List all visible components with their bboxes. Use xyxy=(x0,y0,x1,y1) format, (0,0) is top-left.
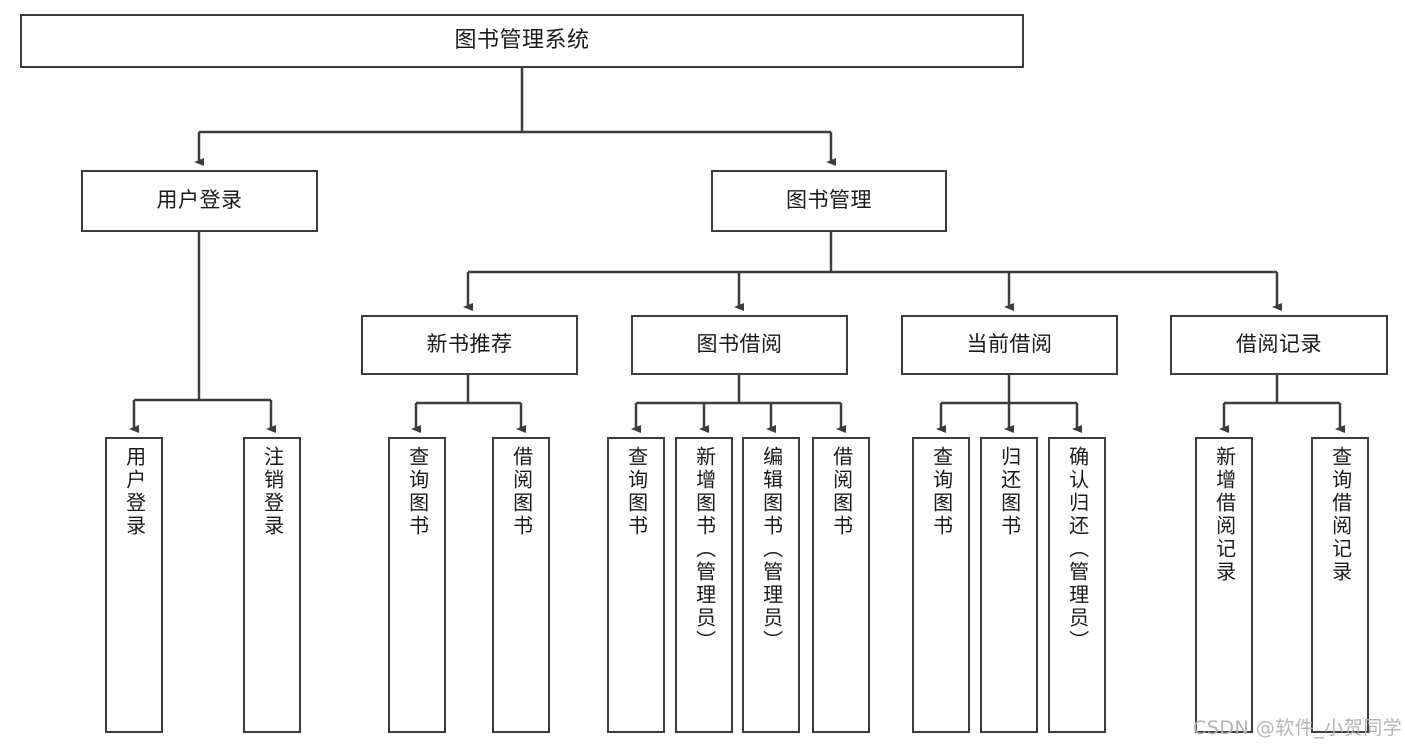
node-user-login[interactable]: 用户登录 xyxy=(81,170,318,232)
leaf-borrow-book[interactable]: 借阅图书 xyxy=(812,437,870,733)
node-label: 编辑图书（管理员） xyxy=(759,446,784,653)
node-label: 借阅图书 xyxy=(829,446,854,538)
node-label: 用户登录 xyxy=(122,446,147,538)
leaf-add-borrow-record[interactable]: 新增借阅记录 xyxy=(1195,437,1253,733)
node-book-management[interactable]: 图书管理 xyxy=(711,170,947,232)
node-label: 查询图书 xyxy=(405,446,430,538)
leaf-query-book-current[interactable]: 查询图书 xyxy=(912,437,970,733)
node-book-borrow[interactable]: 图书借阅 xyxy=(631,315,848,375)
node-label: 查询借阅记录 xyxy=(1328,446,1353,584)
node-label: 图书借阅 xyxy=(696,332,783,357)
node-label: 当前借阅 xyxy=(966,332,1053,357)
node-label: 用户登录 xyxy=(156,188,243,213)
node-label: 新书推荐 xyxy=(426,332,513,357)
node-label: 查询图书 xyxy=(929,446,954,538)
leaf-query-book-borrow[interactable]: 查询图书 xyxy=(607,437,665,733)
leaf-borrow-book-new[interactable]: 借阅图书 xyxy=(492,437,550,733)
node-current-borrow[interactable]: 当前借阅 xyxy=(901,315,1118,375)
node-borrow-record[interactable]: 借阅记录 xyxy=(1170,315,1388,375)
node-root-system[interactable]: 图书管理系统 xyxy=(20,14,1024,68)
leaf-add-book-admin[interactable]: 新增图书（管理员） xyxy=(675,437,733,733)
leaf-user-login[interactable]: 用户登录 xyxy=(105,437,163,733)
watermark-text: CSDN @软件_小贺同学 xyxy=(1193,717,1403,739)
node-label: 新增借阅记录 xyxy=(1212,446,1237,584)
leaf-return-book[interactable]: 归还图书 xyxy=(980,437,1038,733)
node-label: 确认归还（管理员） xyxy=(1065,446,1090,653)
node-label: 注销登录 xyxy=(260,446,285,538)
node-label: 查询图书 xyxy=(624,446,649,538)
node-label: 借阅记录 xyxy=(1236,332,1322,357)
leaf-edit-book-admin[interactable]: 编辑图书（管理员） xyxy=(742,437,800,733)
leaf-user-logout[interactable]: 注销登录 xyxy=(243,437,301,733)
leaf-confirm-return-admin[interactable]: 确认归还（管理员） xyxy=(1048,437,1106,733)
node-label: 借阅图书 xyxy=(509,446,534,538)
node-label: 新增图书（管理员） xyxy=(692,446,717,653)
leaf-query-book-new[interactable]: 查询图书 xyxy=(388,437,446,733)
node-label: 归还图书 xyxy=(997,446,1022,538)
node-label: 图书管理 xyxy=(786,188,872,213)
node-new-book-recommend[interactable]: 新书推荐 xyxy=(361,315,578,375)
node-label: 图书管理系统 xyxy=(454,27,590,53)
leaf-query-borrow-record[interactable]: 查询借阅记录 xyxy=(1311,437,1369,733)
